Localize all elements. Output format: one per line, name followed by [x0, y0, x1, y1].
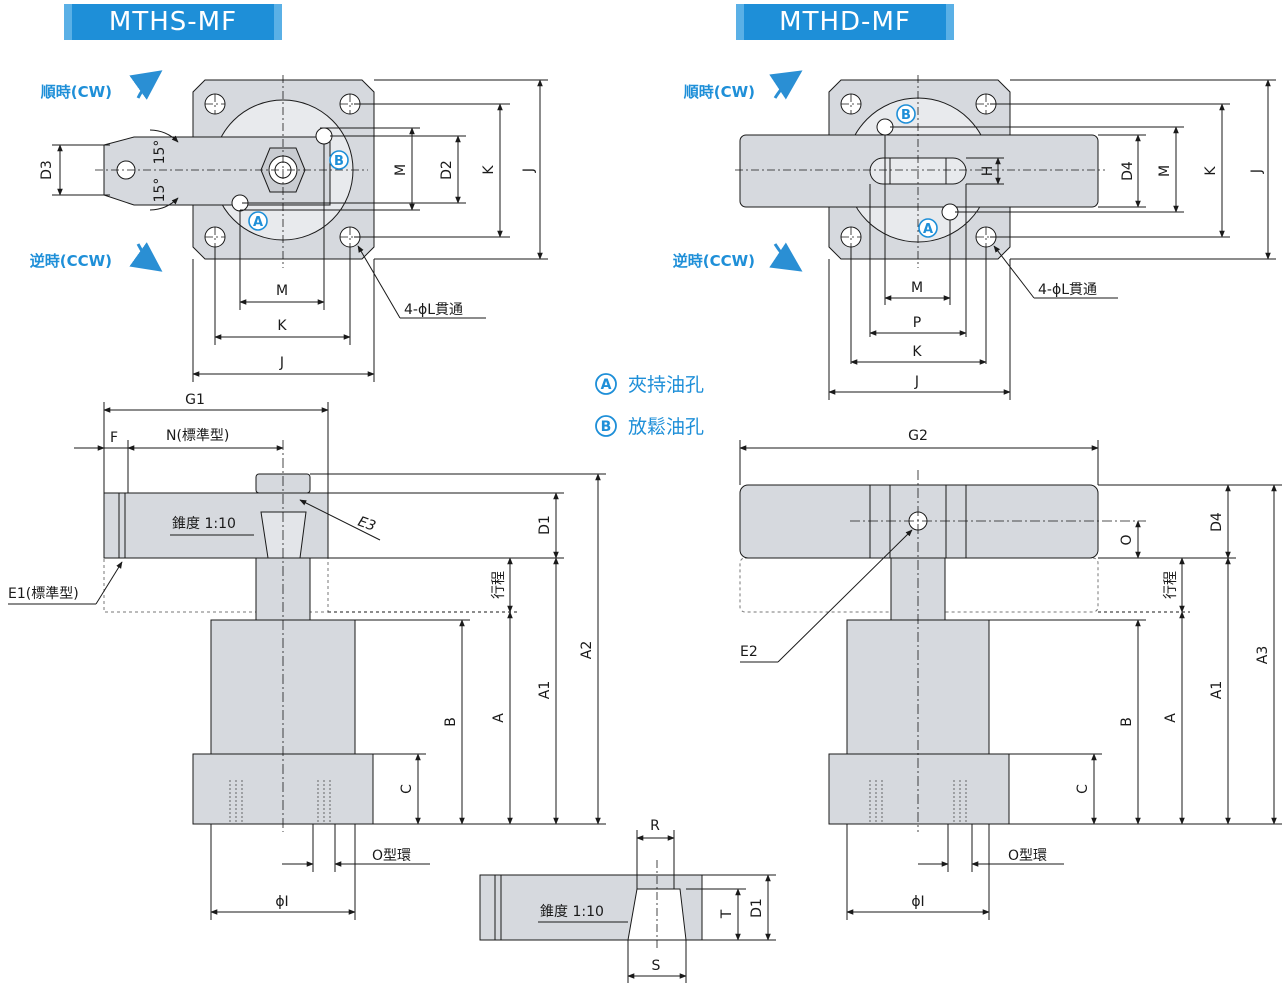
mths-port-a: A	[253, 215, 263, 230]
dim-c-mthd: C	[1075, 784, 1091, 794]
dim-p: P	[913, 315, 921, 331]
dim-d3: D3	[39, 160, 55, 180]
dim-t: T	[719, 909, 735, 919]
dim-m-mths-h: M	[276, 283, 288, 299]
title-mths-mf: MTHS-MF	[64, 4, 282, 40]
dim-f: F	[110, 430, 118, 446]
dim-d1-mths: D1	[537, 515, 553, 535]
legend-b-mark: B	[601, 419, 612, 435]
dim-c-mths: C	[399, 784, 415, 794]
dim-d1-detail: D1	[749, 898, 765, 918]
mths-side-view	[8, 402, 606, 920]
oring-label-mthd: O型環	[1008, 848, 1047, 864]
dim-o: O	[1119, 534, 1135, 545]
rotation-arrows	[129, 70, 803, 272]
taper-label-detail: 錐度 1:10	[540, 904, 604, 920]
dim-k-mths-h: K	[277, 318, 287, 334]
dim-a-mthd: A	[1163, 713, 1179, 723]
dim-b-mths: B	[443, 717, 459, 727]
dim-a-mths: A	[491, 713, 507, 723]
dim-m-mths-v: M	[393, 164, 409, 176]
cw-label-right: 順時(CW)	[683, 83, 755, 101]
dim-j-mthd-h: J	[914, 374, 919, 390]
dim-d4-top: D4	[1120, 161, 1136, 181]
taper-label-mths: 錐度 1:10	[172, 516, 236, 532]
dim-e2: E2	[740, 644, 758, 660]
dim-g2: G2	[908, 428, 928, 444]
legend-a-mark: A	[601, 377, 612, 393]
dim-j-mths-v: J	[521, 168, 537, 173]
dim-b-mthd: B	[1119, 717, 1135, 727]
port-legend: A 夾持油孔 B 放鬆油孔	[595, 373, 704, 438]
dimension-labels: 15° 15° D3 M D2 K J M K J 4-ϕL貫通 H D4 M …	[8, 140, 1271, 974]
rotation-labels: 順時(CW) 逆時(CCW) 順時(CW) 逆時(CCW)	[30, 83, 755, 270]
angle-label-bottom: 15°	[152, 178, 168, 203]
hole-note-left: 4-ϕL貫通	[404, 302, 463, 318]
title-mthd-mf: MTHD-MF	[736, 4, 954, 40]
mthd-top-view	[735, 75, 1276, 400]
hole-note-right: 4-ϕL貫通	[1038, 282, 1097, 298]
dim-a3: A3	[1255, 646, 1271, 664]
mthd-side-view	[739, 440, 1282, 920]
ccw-label-left: 逆時(CCW)	[30, 252, 112, 270]
mths-top-view	[52, 75, 548, 382]
cw-arrow-icon-left	[129, 70, 163, 100]
angle-label-top: 15°	[152, 140, 168, 165]
dim-m-mthd-h: M	[911, 280, 923, 296]
dim-j-mthd-v: J	[1249, 169, 1265, 174]
dim-e3: E3	[356, 514, 378, 535]
legend-a-desc: 夾持油孔	[628, 374, 704, 396]
dim-g1: G1	[185, 392, 205, 408]
dim-phi-i-mths: ϕI	[275, 894, 288, 910]
ccw-arrow-icon-right	[769, 242, 803, 272]
dim-k-mthd-v: K	[1203, 166, 1219, 176]
port-markers: B A B A	[248, 104, 938, 238]
legend-b-desc: 放鬆油孔	[628, 416, 704, 438]
dim-d4-side: D4	[1209, 512, 1225, 532]
dim-a1-mthd: A1	[1209, 681, 1225, 699]
mthd-port-a: A	[923, 222, 933, 237]
mths-port-b: B	[334, 154, 344, 169]
cw-label-left: 順時(CW)	[40, 83, 112, 101]
ccw-arrow-icon-left	[129, 242, 163, 272]
dim-n: N(標準型)	[166, 428, 229, 444]
dim-r: R	[650, 818, 660, 834]
dim-a1-mths: A1	[537, 681, 553, 699]
dim-d2: D2	[439, 160, 455, 180]
dim-a2: A2	[579, 641, 595, 659]
dim-s: S	[652, 958, 661, 974]
dim-k-mths-v: K	[481, 165, 497, 175]
dim-m-mthd-v: M	[1157, 165, 1173, 177]
dim-stroke-mths: 行程	[491, 571, 507, 599]
ccw-label-right: 逆時(CCW)	[673, 252, 755, 270]
mthd-port-b: B	[901, 108, 911, 123]
oring-label-mths: O型環	[372, 848, 411, 864]
cw-arrow-icon-right	[769, 70, 803, 100]
dim-j-mths-h: J	[279, 355, 284, 371]
dim-k-mthd-h: K	[912, 344, 922, 360]
dim-phi-i-mthd: ϕI	[911, 894, 924, 910]
arm-detail-view	[479, 830, 776, 983]
dim-stroke-mthd: 行程	[1163, 571, 1179, 599]
dim-h: H	[980, 166, 996, 177]
dim-e1: E1(標準型)	[8, 586, 79, 602]
